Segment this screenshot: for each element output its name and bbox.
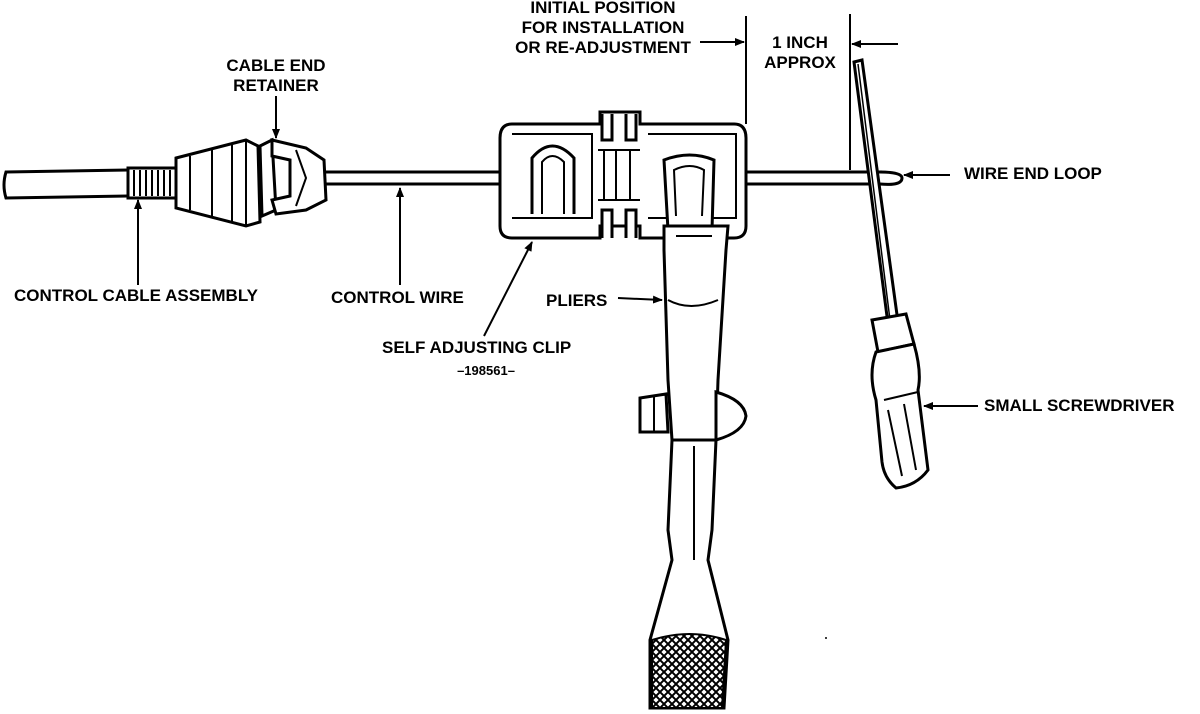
control-cable-assembly-label: CONTROL CABLE ASSEMBLY — [14, 286, 259, 305]
one-inch-line1: 1 INCH — [772, 33, 828, 52]
initial-position-line1: INITIAL POSITION — [530, 0, 676, 17]
cable-end-retainer-line1: CABLE END — [226, 56, 326, 75]
cable-end-retainer-line2: RETAINER — [233, 76, 319, 95]
initial-position-line3: OR RE-ADJUSTMENT — [515, 38, 691, 57]
pliers — [638, 153, 748, 710]
wire-end-loop — [879, 170, 904, 186]
pliers-label: PLIERS — [546, 291, 608, 310]
one-inch-line2: APPROX — [764, 53, 836, 72]
initial-position-line2: FOR INSTALLATION — [521, 18, 685, 37]
self-adjusting-clip-label: SELF ADJUSTING CLIP — [382, 338, 572, 357]
control-cable-assembly — [2, 137, 328, 228]
wire-end-loop-label: WIRE END LOOP — [964, 164, 1102, 183]
cable-end-retainer-label: CABLE END RETAINER — [216, 56, 336, 96]
figure-number: –198561– — [457, 363, 515, 378]
small-screwdriver — [852, 58, 930, 490]
leader-lines — [134, 14, 978, 410]
one-inch-label: 1 INCH APPROX — [752, 33, 848, 73]
initial-position-label: INITIAL POSITION FOR INSTALLATION OR RE-… — [498, 0, 708, 58]
control-wire-label: CONTROL WIRE — [331, 288, 464, 307]
small-screwdriver-label: SMALL SCREWDRIVER — [984, 396, 1175, 415]
